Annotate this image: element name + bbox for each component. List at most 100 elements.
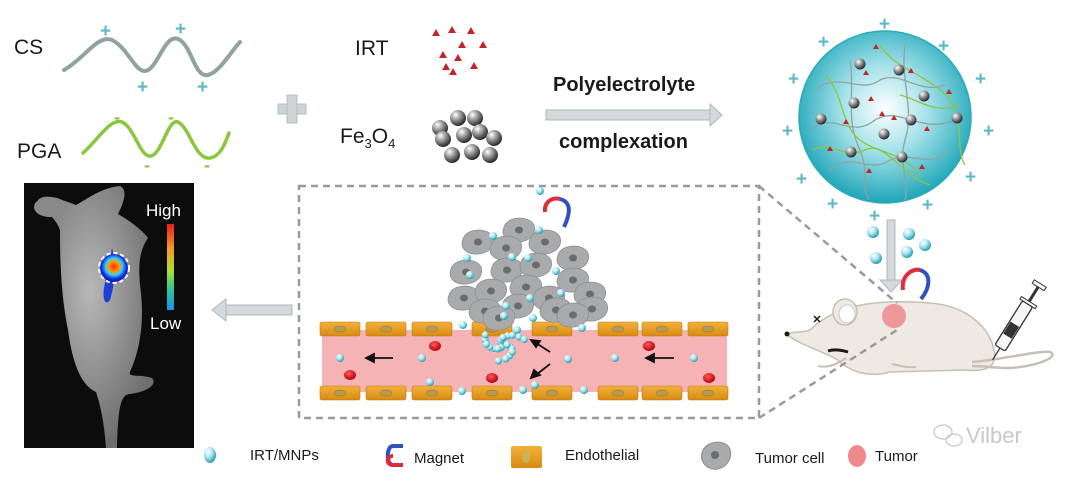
accumulated-nanoparticle xyxy=(503,341,511,349)
nanocomplex-sphere xyxy=(798,30,972,204)
fe3o4-ball xyxy=(444,147,460,163)
o-subscript: 4 xyxy=(388,136,396,152)
pga-negative-charge: - xyxy=(144,155,150,175)
sphere-irt-triangle xyxy=(873,44,879,49)
watermark-text: Vilber xyxy=(966,423,1022,448)
fe3o4-ball xyxy=(467,110,483,126)
flow-arrows xyxy=(363,338,674,380)
fe3o4-ball xyxy=(482,147,498,163)
nanoparticle xyxy=(552,267,560,275)
cs-positive-charge: + xyxy=(137,77,149,98)
scale-low-label: Low xyxy=(150,314,182,333)
endothelial-nucleus xyxy=(379,325,393,333)
sphere-irt-triangle xyxy=(946,89,952,94)
nanoparticle xyxy=(564,355,572,363)
falling-nanoparticle xyxy=(867,226,879,238)
polymer-chain xyxy=(849,59,871,201)
sphere-irt-triangle xyxy=(866,168,872,173)
nanoparticle xyxy=(489,232,497,240)
tumor-spot xyxy=(882,304,906,328)
accumulated-nanoparticle xyxy=(502,355,510,363)
surface-positive-charge: + xyxy=(818,32,830,53)
nanoparticle-icon xyxy=(204,447,216,463)
polymer-chain xyxy=(902,44,910,201)
tumor-icon xyxy=(848,445,866,467)
tumor-cell-nucleus xyxy=(569,311,577,319)
falling-nanoparticle xyxy=(903,228,915,240)
pga-negative-charge: - xyxy=(168,107,174,127)
tumor-cell-nucleus xyxy=(569,254,577,262)
intensity-scale-bar xyxy=(167,224,174,310)
scale-high-label: High xyxy=(146,201,181,220)
fe3o4-nanoparticles xyxy=(432,110,502,163)
irt-triangle xyxy=(439,51,447,58)
nanoparticle xyxy=(463,254,471,262)
endothelial-nucleus xyxy=(379,389,393,397)
tumor-cell-nucleus xyxy=(586,290,594,298)
process-label-line1: Polyelectrolyte xyxy=(553,74,696,96)
legend-label-magnet: Magnet xyxy=(414,450,465,467)
nanoparticle xyxy=(508,253,516,261)
legend-label-irt-mnps: IRT/MNPs xyxy=(250,447,319,464)
fe3o4-ball xyxy=(472,124,488,140)
sphere-irt-triangle xyxy=(919,164,925,169)
accumulated-nanoparticle xyxy=(508,348,516,356)
cs-positive-charge: + xyxy=(175,19,187,40)
tumor-cell-nucleus xyxy=(514,302,522,310)
cs-label: CS xyxy=(14,36,44,59)
sphere-irt-triangle xyxy=(868,96,874,101)
red-blood-cell xyxy=(486,373,498,383)
endothelial-nucleus xyxy=(655,325,669,333)
fe3o4-ball xyxy=(486,130,502,146)
pga-negative-charge: - xyxy=(204,155,210,175)
endothelial-nucleus xyxy=(545,325,559,333)
nanoparticle xyxy=(578,324,586,332)
endothelial-nucleus xyxy=(611,325,625,333)
nanoparticle xyxy=(426,378,434,386)
nanoparticle xyxy=(526,294,534,302)
sphere-fe3o4-ball xyxy=(854,58,866,70)
irt-triangle xyxy=(458,41,466,48)
tumor-cell-nucleus xyxy=(588,305,596,313)
tumor-cell-nucleus xyxy=(503,266,511,274)
surface-positive-charge: + xyxy=(782,121,794,142)
irt-triangle xyxy=(449,68,457,75)
nanoparticle xyxy=(418,354,426,362)
polymer-chain xyxy=(899,94,961,109)
surface-positive-charge: + xyxy=(796,169,808,190)
tumor-cell-nucleus xyxy=(532,261,540,269)
nanoparticle xyxy=(580,386,588,394)
zoom-box xyxy=(297,184,898,420)
injected-nanoparticles xyxy=(867,226,931,264)
process-arrow xyxy=(545,102,723,128)
imaging-arrow xyxy=(211,297,293,323)
red-blood-cell xyxy=(429,341,441,351)
sphere-fe3o4-ball xyxy=(845,146,857,158)
plus-combine-icon xyxy=(277,94,307,124)
legend-icons xyxy=(204,441,866,470)
accumulated-nanoparticle xyxy=(481,331,489,339)
accumulated-nanoparticle xyxy=(520,335,528,344)
nanoparticle xyxy=(513,326,521,334)
surface-positive-charge: + xyxy=(983,121,995,142)
accumulated-nanoparticle xyxy=(508,331,516,339)
falling-nanoparticle xyxy=(870,252,882,264)
falling-nanoparticle xyxy=(919,239,931,251)
polymer-chain xyxy=(814,76,946,91)
in-vivo-fluorescence-image xyxy=(24,183,194,448)
surface-positive-charge: + xyxy=(788,69,800,90)
surface-positive-charge: + xyxy=(827,194,839,215)
accumulated-nanoparticle xyxy=(494,345,502,353)
sphere-irt-triangle xyxy=(843,119,849,124)
sphere-irt-triangle xyxy=(908,68,914,73)
irt-triangle xyxy=(442,63,450,70)
surface-positive-charge: + xyxy=(869,206,881,227)
falling-nanoparticle xyxy=(901,246,913,258)
tumor-cell-nucleus xyxy=(487,287,495,295)
surface-positive-charge: + xyxy=(965,167,977,188)
endothelial-nucleus xyxy=(545,389,559,397)
nanoparticle xyxy=(466,271,474,279)
nanoparticle xyxy=(531,381,539,389)
nanoparticle xyxy=(524,254,532,262)
